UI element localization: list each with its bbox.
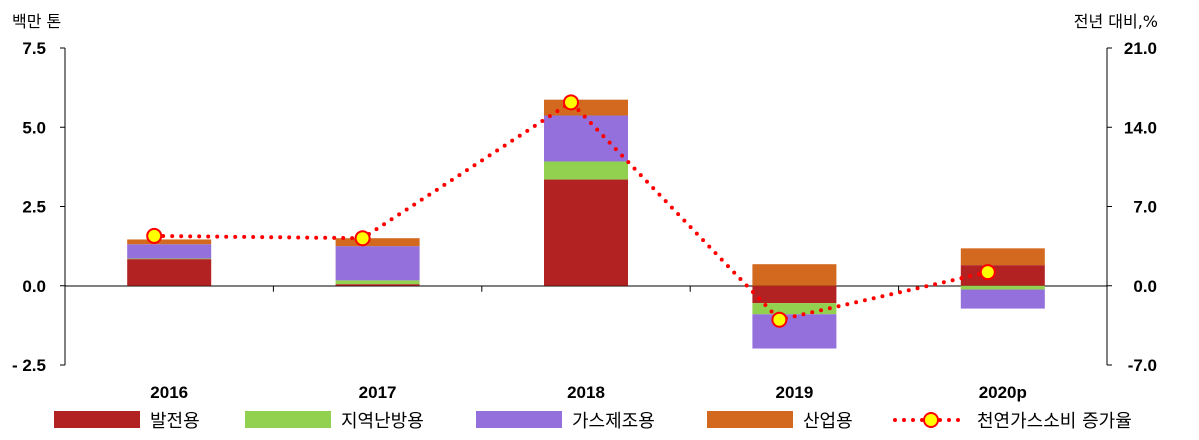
legend-swatch: [707, 411, 793, 428]
left-ticks: 7.5 5.0 2.5 0.0 - 2.5: [12, 39, 65, 375]
bar-segment: [960, 285, 1045, 290]
right-tick-label: -7.0: [1128, 356, 1157, 375]
bar-segment: [960, 265, 1045, 286]
legend-label: 발전용: [150, 411, 200, 432]
left-tick-label: - 2.5: [12, 356, 46, 375]
legend-swatch: [245, 411, 331, 428]
bar-segment: [127, 258, 212, 260]
bar-segment: [752, 285, 837, 304]
bars: [127, 99, 1045, 349]
right-tick-label: 0.0: [1133, 277, 1157, 296]
legend-label: 산업용: [803, 411, 853, 432]
left-tick-label: 0.0: [22, 277, 46, 296]
bar-segment: [544, 161, 628, 180]
legend-swatch: [54, 411, 140, 428]
bar-segment: [752, 314, 837, 349]
category-label: 2016: [150, 383, 188, 402]
growth-point: [771, 311, 788, 328]
bar-segment: [544, 115, 628, 162]
bar-segment: [335, 284, 420, 286]
growth-point: [979, 264, 996, 281]
legend-label: 지역난방용: [341, 411, 424, 432]
bar-segment: [335, 238, 420, 247]
y-right-axis-title: 전년 대비,%: [1074, 12, 1158, 31]
legend: 발전용 지역난방용 가스제조용 산업용 천연가스소비 증가율: [54, 411, 1132, 432]
growth-point: [563, 94, 579, 111]
bar-segment: [127, 259, 212, 286]
category-label: 2020p: [979, 383, 1027, 402]
left-tick-label: 5.0: [22, 118, 46, 137]
right-tick-label: 21.0: [1124, 39, 1157, 58]
right-ticks: 21.0 14.0 7.0 0.0 -7.0: [1107, 39, 1157, 375]
category-label: 2019: [775, 383, 813, 402]
category-label: 2018: [567, 383, 605, 402]
category-label: 2017: [359, 383, 397, 402]
bar-segment: [960, 248, 1045, 266]
left-tick-label: 7.5: [22, 39, 46, 58]
bar-segment: [335, 246, 420, 281]
bar-segment: [544, 99, 628, 116]
legend-swatch: [476, 411, 562, 428]
right-tick-label: 7.0: [1133, 198, 1157, 217]
bar-segment: [127, 244, 212, 259]
left-tick-label: 2.5: [22, 198, 46, 217]
right-tick-label: 14.0: [1124, 118, 1157, 137]
legend-label: 가스제조용: [572, 411, 655, 432]
y-left-axis-title: 백만 톤: [12, 12, 61, 31]
legend-label: 천연가스소비 증가율: [977, 411, 1132, 432]
growth-line: [146, 94, 996, 328]
bar-segment: [752, 264, 837, 286]
bar-segment: [960, 289, 1045, 309]
bar-segment: [335, 280, 420, 285]
category-labels: 2016 2017 2018 2019 2020p: [150, 383, 1027, 402]
growth-point: [354, 230, 371, 247]
bar-segment: [752, 303, 837, 315]
category-dividers: [272, 285, 900, 292]
bar-segment: [544, 179, 628, 286]
legend-line-marker: [923, 412, 939, 428]
growth-point: [146, 227, 163, 244]
bar-segment: [127, 239, 212, 245]
